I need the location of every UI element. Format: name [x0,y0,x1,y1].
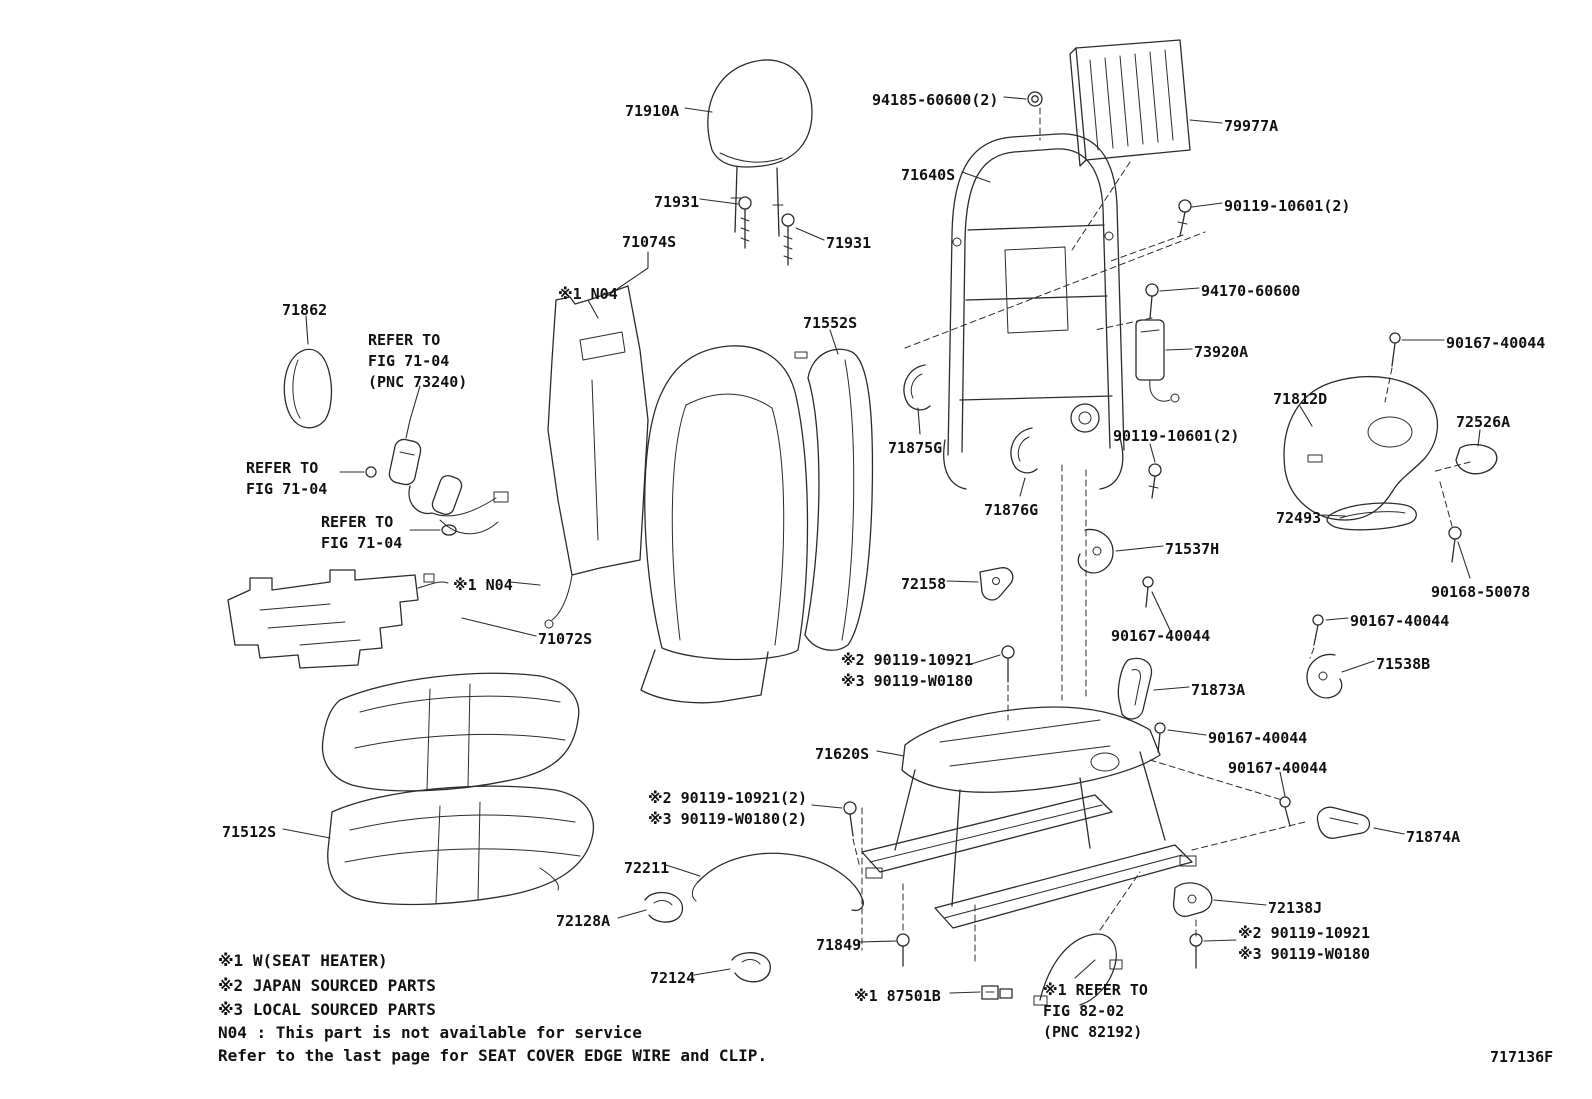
connector-87501B-drawing [981,985,1013,1000]
figure-code: 717136F [1490,1048,1554,1066]
bolt-90119-10601-top-drawing [1177,199,1192,237]
label-79977A: 79977A [1224,117,1279,135]
harness-drawing [1033,933,1123,1006]
screw-90168 [1448,526,1462,563]
shield-71812D-drawing [1283,367,1471,527]
bolt-94170-drawing [1145,283,1159,319]
hook-71874A-drawing [1316,806,1371,839]
hook-71873A-drawing [1117,657,1153,720]
bracket-72158-drawing [979,567,1014,601]
headrest-screw-b [781,213,795,266]
knob-72526A-drawing [1455,443,1498,475]
clip-72124-drawing [731,952,771,983]
screw-71849-drawing [896,933,910,967]
label-bolt-note-b: ※2 90119-10921(2) ※3 90119-W0180(2) [648,789,808,828]
bracket-71537H-drawing [1077,528,1114,574]
label-71552S: 71552S [803,314,858,332]
seatback-frame-drawing [904,107,1206,701]
label-90167-40044-b: 90167-40044 [1350,612,1450,630]
label-87501B: ※1 87501B [854,987,941,1005]
label-refer-fig71-04-a: REFER TO FIG 71-04 [246,459,328,498]
label-90167-40044-d: 90167-40044 [1208,729,1308,747]
headrest-screw-a [738,196,752,249]
label-72128A: 72128A [556,912,611,930]
footnote-japan-sourced: ※2 JAPAN SOURCED PARTS [218,976,436,995]
bolt-90119-center [1001,645,1015,721]
grip-71862-drawing [283,348,333,429]
label-71931-a: 71931 [654,193,700,211]
bolt-90119-left [843,801,861,869]
nut-94185-drawing [1027,91,1043,107]
label-71873A: 71873A [1191,681,1246,699]
seatback-heater-drawing [544,285,649,629]
leader-lines [282,96,1481,994]
label-72124: 72124 [650,969,696,987]
label-71874A: 71874A [1406,828,1461,846]
wire-72211-drawing [691,852,864,912]
label-90167-40044-c: 90167-40044 [1111,627,1211,645]
label-71910A: 71910A [625,102,680,120]
label-71640S: 71640S [901,166,956,184]
bracket-71875G-drawing [903,364,931,411]
footnote-local-sourced: ※3 LOCAL SOURCED PARTS [218,1000,436,1019]
label-72158: 72158 [901,575,947,593]
screw-90167-low [1279,796,1291,827]
footnote-n04: N04 : This part is not available for ser… [218,1023,642,1042]
screw-90167-top-right [1389,332,1401,367]
label-90167-40044-a: 90167-40044 [1446,334,1546,352]
bolt-90119-bottom-right [1189,919,1203,969]
label-72526A: 72526A [1456,413,1511,431]
label-72138J: 72138J [1268,899,1323,917]
label-90167-40044-e: 90167-40044 [1228,759,1328,777]
screw-90167-mid [1154,722,1166,753]
label-n04-b: ※1 N04 [453,576,513,594]
label-bolt-note-a: ※2 90119-10921 ※3 90119-W0180 [841,651,973,690]
label-71812D: 71812D [1273,390,1328,408]
label-72493: 72493 [1276,509,1322,527]
label-71931-b: 71931 [826,234,872,252]
label-72211: 72211 [624,859,670,877]
label-71876G: 71876G [984,501,1039,519]
label-73920A: 73920A [1194,343,1249,361]
label-94170-60600: 94170-60600 [1201,282,1301,300]
label-90119-10601-a: 90119-10601(2) [1224,197,1351,215]
label-refer-fig71-04-b: REFER TO FIG 71-04 [321,513,403,552]
label-90119-10601-b: 90119-10601(2) [1113,427,1240,445]
label-71074S: 71074S [622,233,677,251]
sensor-73920A-drawing [1135,319,1180,403]
label-71537H: 71537H [1165,540,1220,558]
seatbelt-buckle-drawing [365,438,509,536]
label-71072S: 71072S [538,630,593,648]
cushion-heater-drawing [227,569,449,669]
seatback-board-drawing [1069,39,1191,167]
label-90168-50078: 90168-50078 [1431,583,1531,601]
label-71512S: 71512S [222,823,277,841]
bolt-90119-10601-mid-drawing [1148,463,1162,499]
label-71862: 71862 [282,301,328,319]
cushion-lower-drawing [327,785,594,906]
handle-72493-drawing [1326,502,1417,531]
bracket-71538B-drawing [1306,653,1343,699]
clip-72128A-drawing [644,891,684,923]
label-71875G: 71875G [888,439,943,457]
seat-frame-drawing [861,706,1306,963]
label-71620S: 71620S [815,745,870,763]
footnote-edge-wire: Refer to the last page for SEAT COVER ED… [218,1046,768,1065]
screw-90167-right [1309,614,1324,659]
label-refer-fig82-02: ※1 REFER TO FIG 82-02 (PNC 82192) [1043,981,1148,1041]
label-n04-a: ※1 N04 [558,285,618,303]
label-71538B: 71538B [1376,655,1431,673]
bracket-72138J-drawing [1172,882,1213,917]
label-refer-fig71-04-pnc73240: REFER TO FIG 71-04 (PNC 73240) [368,331,468,391]
seatback-cushion-drawing [640,345,874,704]
label-bolt-note-c: ※2 90119-10921 ※3 90119-W0180 [1238,924,1370,963]
screw-90167-center [1142,576,1154,608]
headrest-drawing [707,59,813,237]
footnote-seat-heater: ※1 W(SEAT HEATER) [218,951,388,970]
bracket-71876G-drawing [1010,427,1038,474]
label-94185-60600: 94185-60600(2) [872,91,999,109]
cushion-top-drawing [321,672,580,792]
label-71849: 71849 [816,936,862,954]
